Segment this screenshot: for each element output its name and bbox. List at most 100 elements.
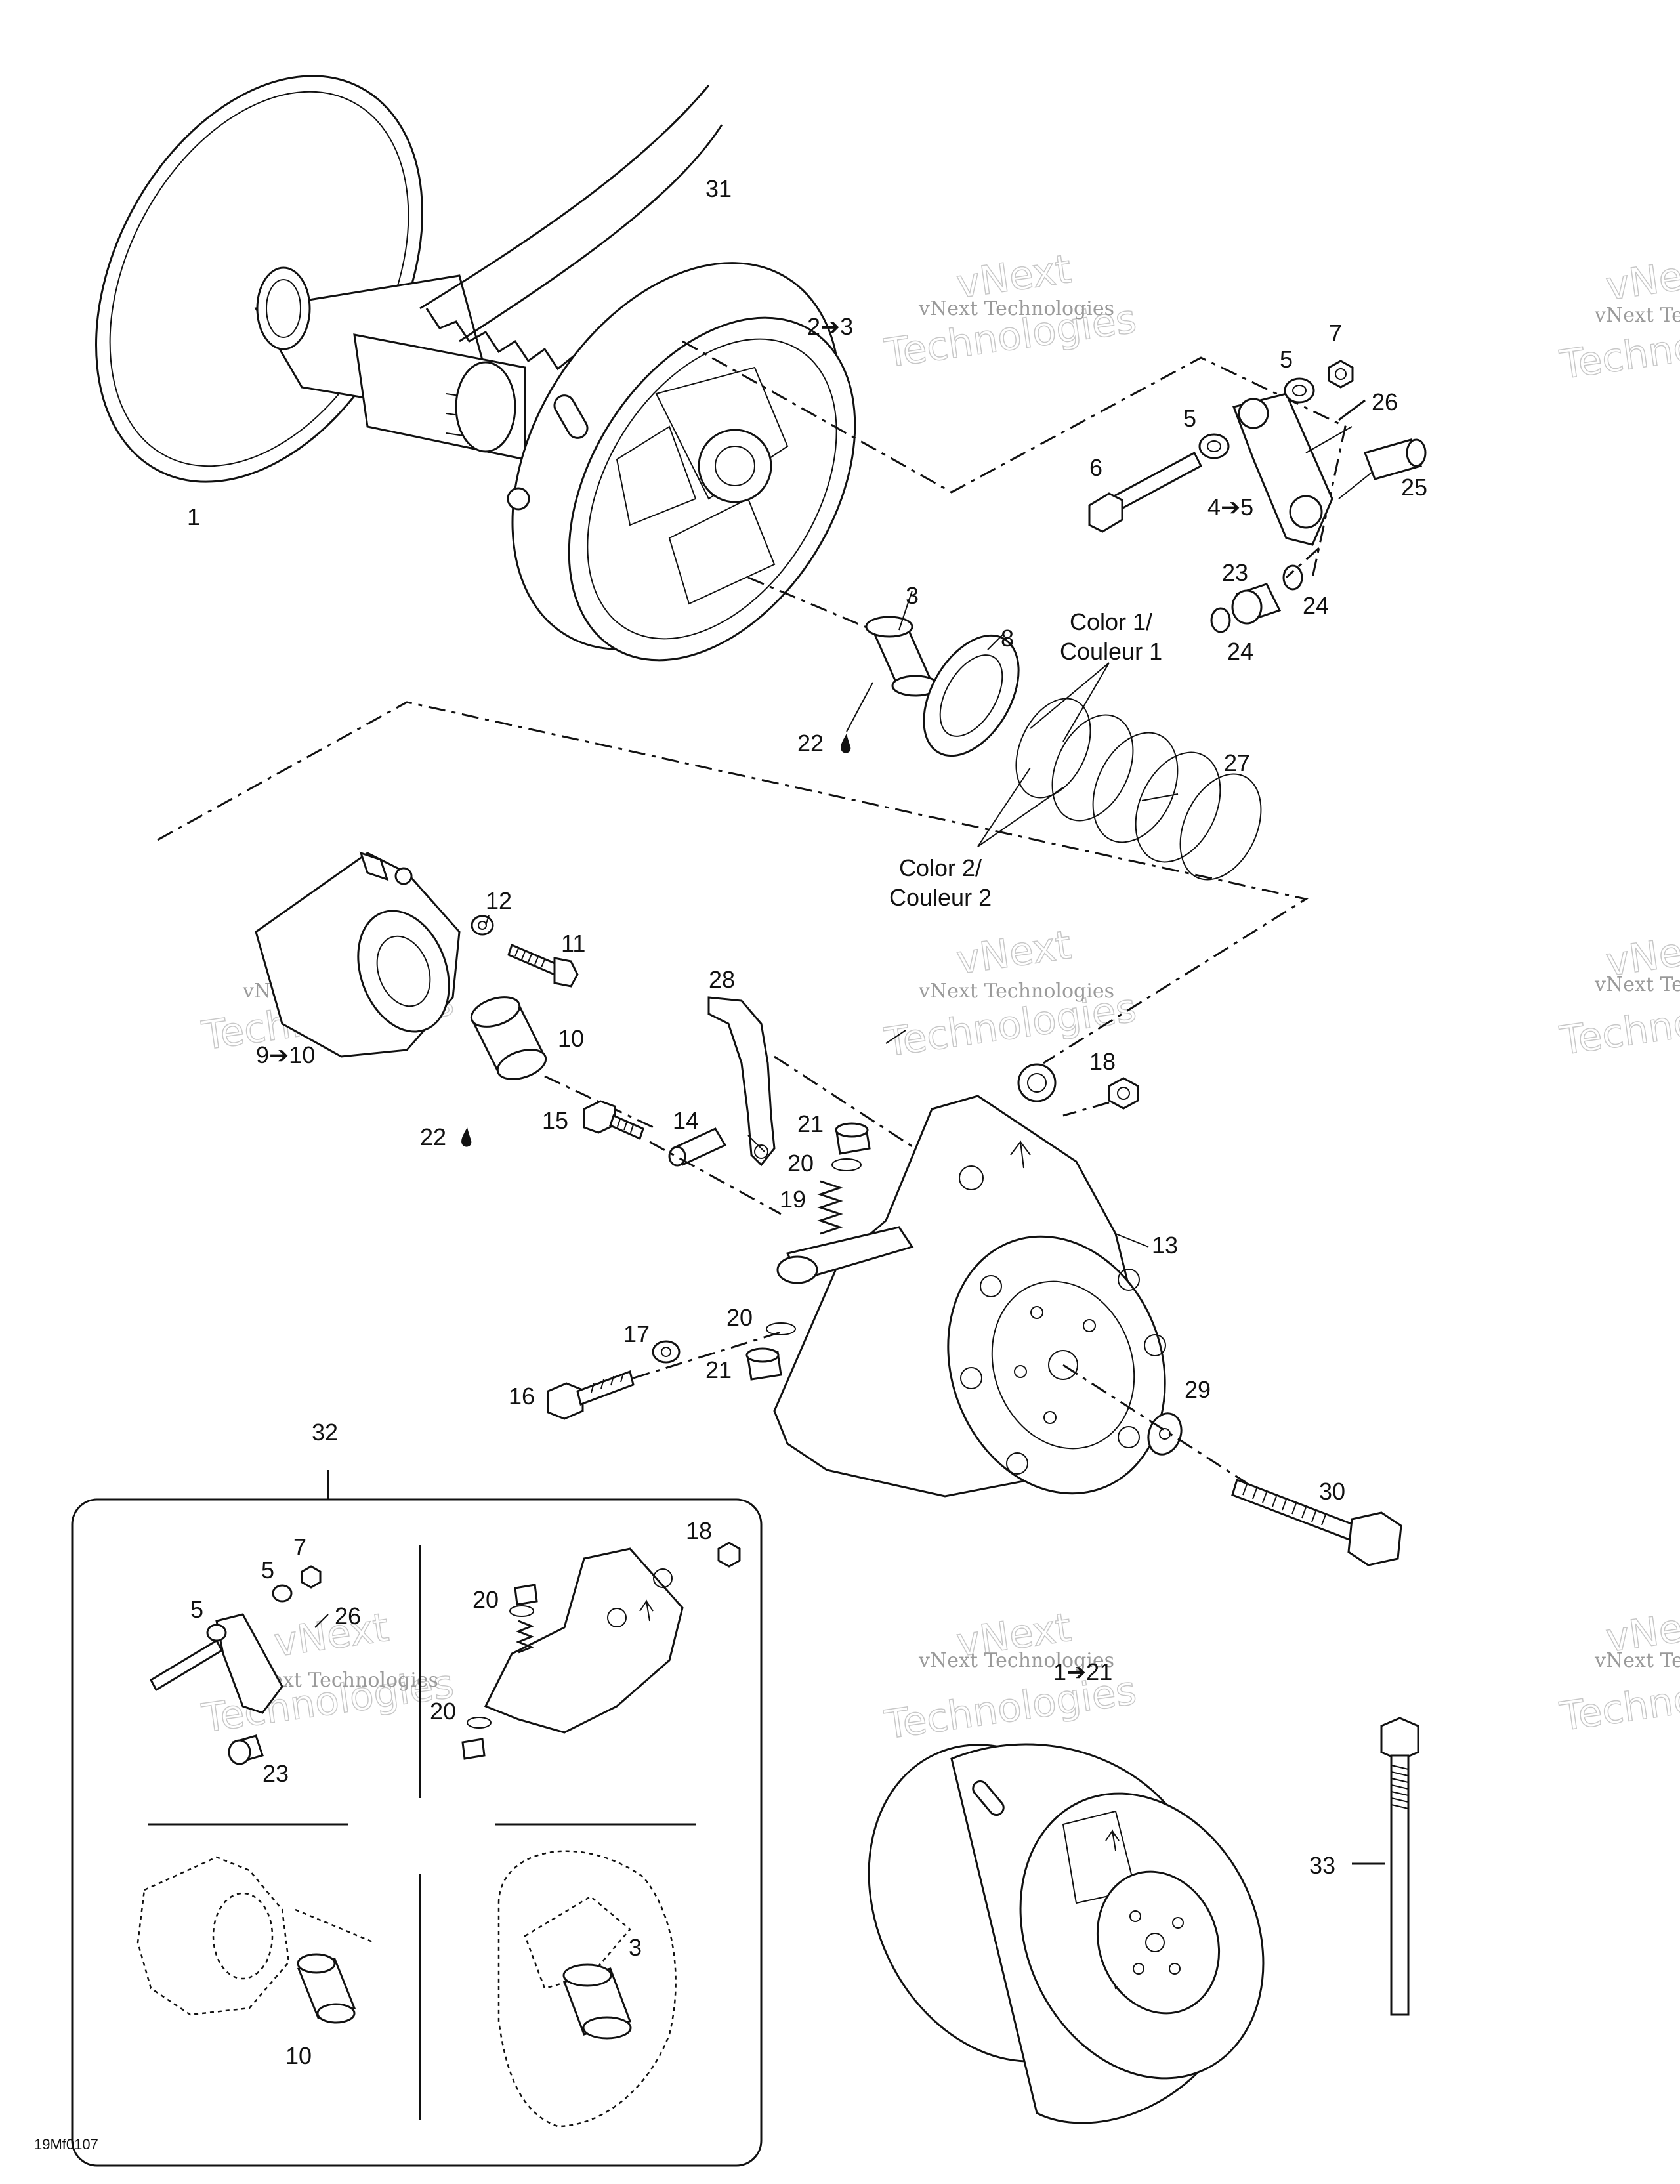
callout-3: 3	[629, 1934, 642, 1961]
alignment-line	[1285, 547, 1320, 579]
alignment-line	[682, 340, 1347, 578]
color-1-note-line1: Color 1/	[1070, 608, 1152, 635]
inset-drum-drawing	[497, 1850, 677, 2128]
callout-9-10: 9➔10	[256, 1041, 315, 1068]
callout-21: 21	[705, 1356, 732, 1383]
svg-text:vNext Technologies: vNext Technologies	[1594, 304, 1680, 327]
svg-text:vNext Technologies: vNext Technologies	[918, 297, 1114, 320]
lubricant-drop-icon	[461, 1127, 472, 1147]
svg-text:vNext Technologies: vNext Technologies	[1594, 973, 1680, 996]
washer-part-12	[471, 915, 494, 936]
washer-part-8	[923, 634, 1020, 757]
screw-part-11	[507, 943, 579, 988]
callout-24: 24	[1227, 638, 1253, 665]
alignment-line	[1062, 1364, 1248, 1484]
callout-28: 28	[709, 966, 735, 993]
movable-sheave-part-2-3	[507, 262, 856, 662]
color-2-note-line2: Couleur 2	[889, 884, 992, 911]
svg-text:vNext Technologies: vNext Technologies	[918, 1649, 1114, 1672]
long-bolt-part-33	[1380, 1717, 1419, 2016]
bolt-part-15	[583, 1100, 644, 1141]
svg-text:vNext Technologies: vNext Technologies	[918, 980, 1114, 1003]
watermark: vNext Technologies vNext Technologies	[1557, 1599, 1680, 1740]
watermark: vNext Technologies vNext Technologies	[881, 921, 1140, 1066]
callout-18: 18	[686, 1517, 712, 1544]
figure-code: 19Mf0107	[34, 2136, 98, 2152]
callout-22: 22	[420, 1124, 446, 1150]
callout-1: 1	[187, 503, 200, 530]
color-1-note-line2: Couleur 1	[1060, 638, 1162, 665]
o-ring-part-20a	[831, 1158, 862, 1171]
spring-part-19	[817, 1180, 843, 1235]
svg-text:vNext Technologies: vNext Technologies	[1594, 1649, 1680, 1672]
inset-lever-drawing	[150, 1565, 329, 1765]
inset-kit-32	[71, 1470, 763, 2167]
callout-20: 20	[472, 1586, 499, 1613]
callout-5: 5	[1183, 405, 1196, 432]
callout-25: 25	[1401, 474, 1427, 501]
callout-7: 7	[293, 1534, 306, 1561]
pin-part-14	[668, 1127, 727, 1167]
callout-16: 16	[509, 1383, 535, 1410]
callout-6: 6	[1089, 454, 1102, 481]
color-2-note-line1: Color 2/	[899, 854, 982, 881]
fixed-sheave-part-1	[95, 75, 526, 483]
callout-20: 20	[430, 1698, 456, 1725]
bolt-part-16	[547, 1370, 635, 1420]
callout-1-21: 1➔21	[1053, 1658, 1112, 1685]
roller-part-25	[1364, 438, 1427, 480]
callout-8: 8	[1001, 625, 1014, 652]
bushing-part-10a	[470, 996, 547, 1080]
callout-14: 14	[673, 1107, 699, 1134]
spring-part-27	[1015, 698, 1262, 881]
callout-5: 5	[261, 1557, 274, 1584]
washer-part-17	[652, 1340, 681, 1364]
callout-20: 20	[726, 1304, 753, 1331]
callout-5: 5	[190, 1596, 203, 1623]
alignment-line	[649, 1141, 782, 1215]
callout-21: 21	[797, 1110, 824, 1137]
callout-33: 33	[1309, 1852, 1335, 1879]
watermark: vNext Technologies vNext Technologies	[1557, 247, 1680, 388]
watermark: vNext Technologies vNext Technologies	[1557, 923, 1680, 1064]
bolt-part-6	[1088, 451, 1202, 533]
svg-text:vNext: vNext	[954, 922, 1074, 984]
callout-20: 20	[788, 1150, 814, 1177]
callout-27: 27	[1224, 749, 1250, 776]
alignment-line	[157, 701, 1309, 1064]
washer-part-24b	[1210, 607, 1231, 633]
cap-part-21b	[746, 1347, 782, 1381]
inset-cam-drawing	[136, 1856, 375, 2024]
alignment-line	[747, 576, 873, 631]
callout-3: 3	[906, 582, 919, 609]
complete-drive-pulley-assembly	[868, 1743, 1265, 2124]
cam-arm-part-28	[707, 996, 776, 1167]
callout-12: 12	[486, 887, 512, 914]
alignment-line	[633, 1331, 782, 1379]
bolt-part-30	[1231, 1479, 1402, 1566]
callout-29: 29	[1185, 1376, 1211, 1403]
alignment-line	[1062, 1101, 1110, 1117]
nut-part-18a	[1108, 1077, 1139, 1110]
leader-line	[1030, 662, 1110, 742]
callout-13: 13	[1152, 1232, 1178, 1259]
callout-24: 24	[1303, 592, 1329, 619]
watermark: vNext Technologies vNext Technologies	[881, 245, 1140, 377]
callout-30: 30	[1319, 1478, 1345, 1505]
svg-text:vNext: vNext	[1603, 248, 1680, 310]
callout-32: 32	[312, 1419, 338, 1446]
callout-19: 19	[780, 1186, 806, 1213]
callout-11: 11	[561, 930, 585, 957]
nut-part-7a	[1328, 360, 1354, 388]
leader-lines	[485, 426, 1372, 1248]
callout-7: 7	[1329, 320, 1342, 346]
cam-housing-part-9-10	[255, 851, 461, 1058]
svg-text:vNext: vNext	[271, 1605, 391, 1666]
roller-part-23a	[1231, 583, 1282, 625]
callout-31: 31	[705, 175, 732, 202]
washer-part-24a	[1282, 564, 1303, 591]
bushing-part-5b	[1198, 433, 1230, 459]
callout-10: 10	[558, 1025, 584, 1052]
callout-18: 18	[1089, 1048, 1116, 1075]
